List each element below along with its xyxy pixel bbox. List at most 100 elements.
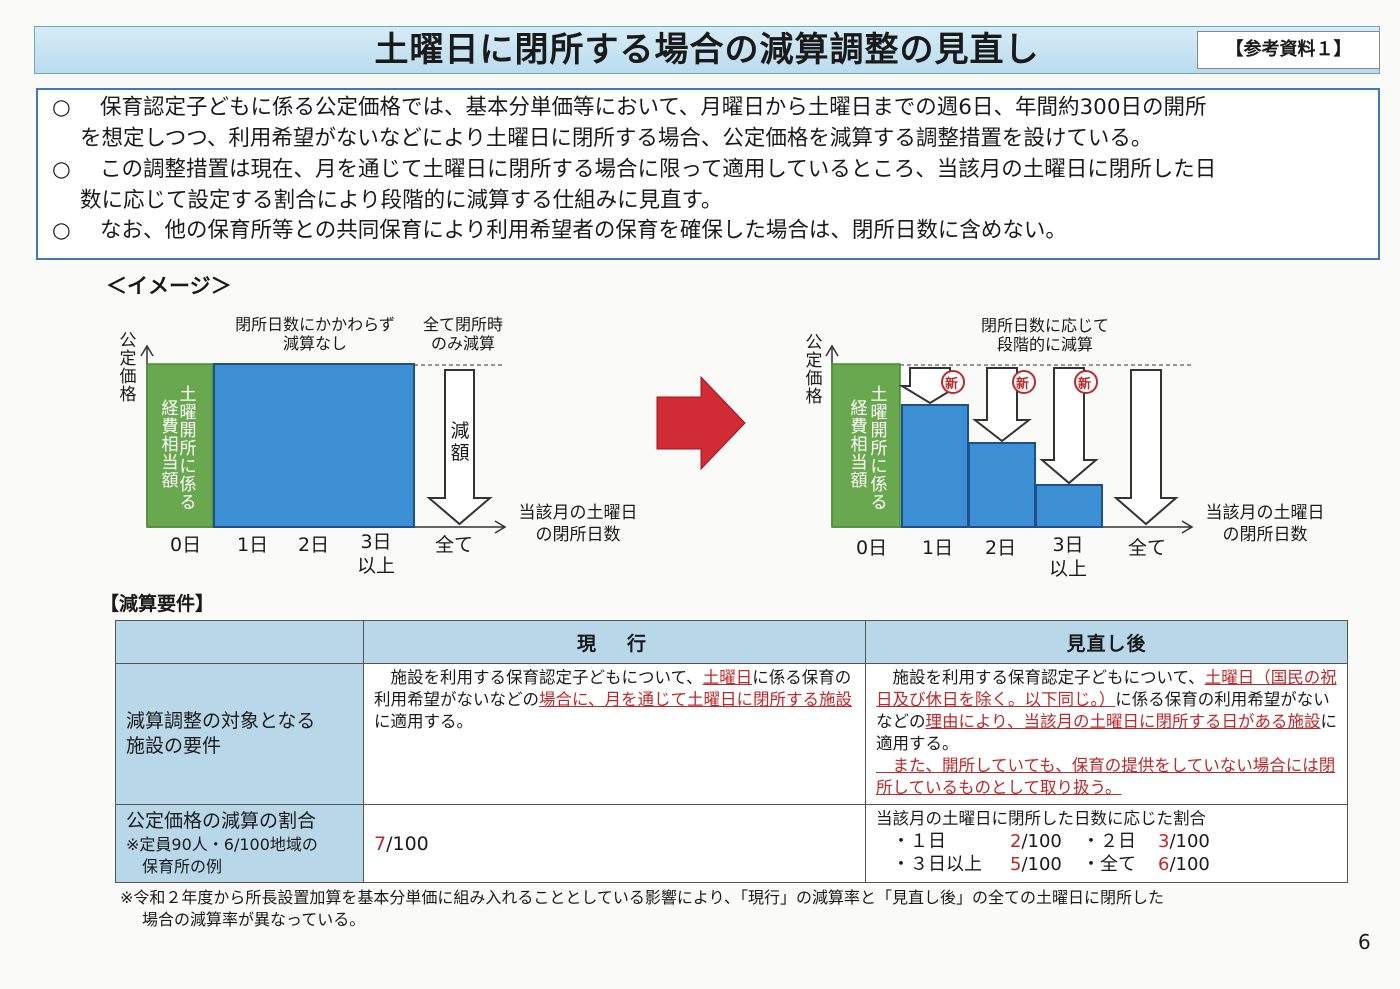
- cell-current-rate: 7/100: [363, 804, 866, 883]
- green-bar-label-2: 経 費 相 当 額: [850, 399, 868, 491]
- rate-intro: 当該月の土曜日に閉所した日数に応じた割合: [876, 809, 1206, 828]
- cell-revised-rate: 当該月の土曜日に閉所した日数に応じた割合 ・１日 2/100 ・２日 3/100 ・…: [865, 804, 1348, 883]
- transition-arrow-icon: [656, 375, 746, 471]
- rate-numerator: 5: [1010, 854, 1022, 875]
- rate-numerator: 2: [1010, 831, 1022, 852]
- underlined-text: 土曜日（国民の祝日及び休日を除く。以下同じ。）: [876, 668, 1337, 709]
- row-label-requirements: 減算調整の対象となる 施設の要件: [115, 663, 364, 805]
- rate-label: ・全て: [1082, 854, 1136, 875]
- new-badge-circle: [1074, 370, 1098, 394]
- rate-label: ・１日: [892, 831, 946, 852]
- y-axis-arrowhead: [825, 344, 839, 357]
- summary-line: なお、他の保育所等との共同保育により利用希望者の保育を確保した場合は、閉所日数に…: [100, 218, 1067, 243]
- text: に係る保育の利用希望がないなどの: [374, 668, 852, 709]
- right-diagram: [825, 344, 1194, 534]
- summary-item-1: ○ 保育認定子どもに係る公定価格では、基本分単価等において、月曜日から土曜日までの…: [52, 92, 1372, 154]
- step-bar-3: [1035, 484, 1103, 528]
- new-badge: 新: [1016, 377, 1030, 392]
- reduction-arrow-all: [1113, 369, 1179, 526]
- summary-line: を想定しつつ、利用希望がないなどにより土曜日に閉所する場合、公定価格を減算する調…: [80, 126, 1153, 151]
- underlined-text: 理由により、当該月の土曜日に閉所する日がある施設: [925, 712, 1321, 731]
- footnote-line: ※令和２年度から所長設置加算を基本分単価に組み入れることとしている影響により、「…: [120, 888, 1164, 907]
- summary-line: 保育認定子どもに係る公定価格では、基本分単価等において、月曜日から土曜日までの週…: [100, 95, 1207, 120]
- x-axis-label: 当該月の土曜日 の閉所日数: [1205, 503, 1325, 545]
- note-no-reduction: 閉所日数にかかわらず 減算なし: [235, 315, 395, 353]
- step-bar-2: [968, 442, 1036, 528]
- tick-3: 3日 以上: [1048, 534, 1087, 580]
- blue-bar: [213, 363, 415, 528]
- underlined-text: 土曜日: [702, 668, 753, 687]
- y-axis-label: 公 定 価 格: [119, 331, 137, 405]
- rate-label: ・３日以上: [892, 854, 982, 875]
- table-header-current: 現 行: [363, 620, 866, 664]
- tick-1: 1日: [922, 537, 954, 559]
- rate-item: ・１日 2/100: [892, 830, 1082, 853]
- y-axis-arrowhead: [140, 344, 154, 357]
- summary-item-3: ○ なお、他の保育所等との共同保育により利用希望者の保育を確保した場合は、閉所日数…: [52, 215, 1372, 246]
- tick-1: 1日: [237, 534, 269, 556]
- text: に適用する。: [876, 712, 1338, 753]
- summary-line: この調整措置は現在、月を通じて土曜日に閉所する場合に限って適用しているところ、当…: [100, 157, 1217, 182]
- rate-denominator: /100: [386, 832, 429, 855]
- bullet-circle: ○: [52, 157, 71, 182]
- rate-denominator: /100: [1169, 854, 1210, 875]
- tick-0: 0日: [856, 537, 888, 559]
- row-label-rate: 公定価格の減算の割合 ※定員90人・6/100地域の 保育所の例: [115, 804, 364, 883]
- title-bar: [34, 26, 1380, 74]
- left-diagram: [140, 344, 507, 534]
- page-number: 6: [1358, 930, 1371, 954]
- rate-denominator: /100: [1021, 854, 1062, 875]
- x-axis-arrowhead: [1181, 520, 1194, 534]
- requirements-heading: 【減算要件】: [100, 593, 215, 615]
- rate-label: ・２日: [1082, 831, 1136, 852]
- row-note: ※定員90人・6/100地域の 保育所の例: [126, 835, 318, 876]
- tick-all: 全て: [1128, 537, 1167, 559]
- bullet-circle: ○: [52, 218, 71, 243]
- summary-box: [36, 88, 1380, 260]
- tick-0: 0日: [170, 534, 202, 556]
- requirements-table: 現 行 見直し後 減算調整の対象となる 施設の要件 施設を利用する保育認定子ども…: [115, 620, 1348, 883]
- image-heading: ＜イメージ＞: [106, 274, 232, 298]
- rate-denominator: /100: [1169, 831, 1210, 852]
- tick-2: 2日: [985, 537, 1017, 559]
- bullet-circle: ○: [52, 95, 71, 120]
- rate-numerator: 3: [1158, 831, 1170, 852]
- underlined-text: 場合に、月を通じて土曜日に閉所する施設: [539, 690, 853, 709]
- footnote-line: 場合の減算率が異なっている。: [142, 910, 366, 929]
- row-label-text: 公定価格の減算の割合: [126, 810, 317, 832]
- reference-badge: 【参考資料１】: [1197, 31, 1380, 69]
- footnote: ※令和２年度から所長設置加算を基本分単価に組み入れることとしている影響により、「…: [120, 887, 1164, 931]
- rate-numerator: 6: [1158, 854, 1170, 875]
- green-bar-label: 土 曜 開 所 に 係 る: [870, 385, 888, 513]
- new-badge-circle: [1012, 370, 1036, 394]
- table-header-empty: [115, 620, 364, 664]
- row-label-text: 減算調整の対象となる 施設の要件: [126, 710, 316, 757]
- summary-line: 数に応じて設定する割合により段階的に減算する仕組みに見直す。: [80, 188, 723, 213]
- new-badge-circle: [941, 370, 965, 394]
- note-stepwise: 閉所日数に応じて 段階的に減算: [980, 316, 1109, 354]
- rate-item: ・全て 6/100: [1082, 853, 1242, 876]
- cell-current-requirements: 施設を利用する保育認定子どもについて、土曜日に係る保育の利用希望がないなどの場合…: [363, 663, 866, 805]
- reduction-arrow-label: 減 額: [450, 420, 470, 464]
- underlined-text: また、開所していても、保育の提供をしていない場合には閉所しているものとして取り扱…: [876, 756, 1336, 797]
- tick-3: 3日 以上: [356, 531, 395, 577]
- rate-grid: ・１日 2/100 ・２日 3/100 ・３日以上 5/100 ・全て 6/100: [876, 830, 1337, 876]
- rate-item: ・３日以上 5/100: [892, 853, 1082, 876]
- text: に係る保育の利用希望がないなどの: [876, 690, 1330, 731]
- page-title: 土曜日に閉所する場合の減算調整の見直し: [374, 30, 1040, 70]
- summary-item-2: ○ この調整措置は現在、月を通じて土曜日に閉所する場合に限って適用しているところ、…: [52, 154, 1372, 216]
- green-bar: [831, 363, 901, 528]
- x-axis-arrowhead: [494, 520, 507, 534]
- new-badge: 新: [945, 377, 959, 392]
- text: 施設を利用する保育認定子どもについて、: [374, 668, 703, 687]
- table-header-revised: 見直し後: [865, 620, 1348, 664]
- green-bar-label: 土 曜 開 所 に 係 る: [179, 385, 197, 513]
- y-axis-label: 公 定 価 格: [805, 333, 823, 407]
- cell-revised-requirements: 施設を利用する保育認定子どもについて、土曜日（国民の祝日及び休日を除く。以下同じ…: [865, 663, 1348, 805]
- rate-denominator: /100: [1021, 831, 1062, 852]
- tick-2: 2日: [298, 534, 330, 556]
- green-bar-label-2: 経 費 相 当 額: [161, 399, 179, 491]
- reduction-arrow: [426, 369, 493, 526]
- green-bar: [146, 363, 214, 528]
- tick-all: 全て: [435, 534, 474, 556]
